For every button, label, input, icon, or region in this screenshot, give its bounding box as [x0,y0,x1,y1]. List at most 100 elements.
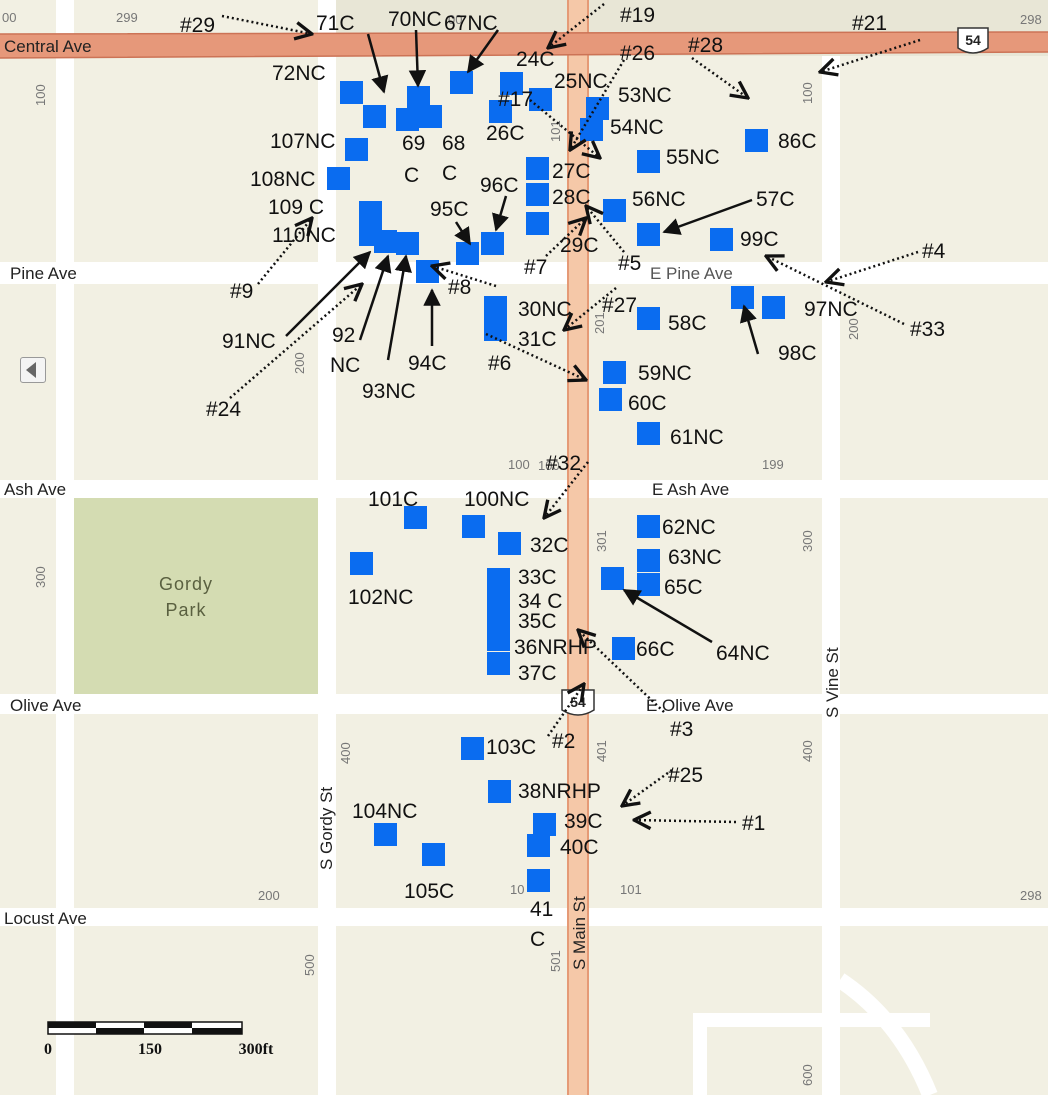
parcel-marker[interactable] [419,105,442,128]
arrow-71C [366,33,389,94]
parcel-marker[interactable] [396,108,419,131]
label-91NC: 91NC [222,330,276,353]
parcel-marker[interactable] [345,138,368,161]
parcel-marker[interactable] [526,212,549,235]
address-number: 401 [594,740,609,762]
label-66C: 66C [636,638,675,661]
label-63NC: 63NC [668,546,722,569]
parcel-marker[interactable] [637,573,660,596]
parcel-marker[interactable] [526,157,549,180]
label-71C: 71C [316,12,355,35]
parcel-marker[interactable] [487,628,510,651]
label-31C: 31C [518,328,557,351]
parcel-marker[interactable] [363,105,386,128]
parcel-marker[interactable] [404,506,427,529]
parcel-marker[interactable] [487,568,510,591]
label-56NC: 56NC [632,188,686,211]
parcel-marker[interactable] [710,228,733,251]
parcel-marker[interactable] [461,737,484,760]
parcel-marker[interactable] [637,223,660,246]
parcel-marker[interactable] [762,296,785,319]
arrow-67NC [466,29,500,74]
label-17: #17 [498,88,533,111]
parcel-marker[interactable] [350,552,373,575]
address-number: 300 [800,530,815,552]
gordy-park [74,498,318,694]
driveway [693,1013,930,1095]
parcel-marker[interactable] [374,230,397,253]
parcel-marker[interactable] [529,88,552,111]
parcel-marker[interactable] [533,813,556,836]
parcel-marker[interactable] [526,183,549,206]
label-110NC: 110NC [272,224,336,247]
parcel-marker[interactable] [527,869,550,892]
parcel-marker[interactable] [456,242,479,265]
label-72NC: 72NC [272,62,326,85]
parcel-marker[interactable] [603,199,626,222]
road-label: Locust Ave [4,909,87,928]
arrow-96C [492,195,509,232]
parcel-marker[interactable] [359,201,382,224]
parcel-marker[interactable] [327,167,350,190]
parcel-marker[interactable] [422,843,445,866]
ref-arrow-4 [826,250,919,282]
parcel-marker[interactable] [637,515,660,538]
address-number: 200 [292,352,307,374]
block [336,498,568,694]
parcel-marker[interactable] [637,150,660,173]
parcel-markers [327,71,785,892]
parcel-marker[interactable] [745,129,768,152]
parcel-marker[interactable] [487,590,510,613]
parcel-marker[interactable] [484,296,507,319]
address-number: 501 [548,950,563,972]
parcel-marker[interactable] [340,81,363,104]
parcel-marker[interactable] [731,286,754,309]
road-label: Central Ave [4,37,92,56]
label-36NRHP: 36NRHP [514,636,597,659]
block [840,56,1048,262]
parcel-marker[interactable] [637,422,660,445]
central-ave-edge [0,31,1048,59]
parcel-marker[interactable] [462,515,485,538]
pan-left-button[interactable] [20,357,46,383]
label-58C: 58C [668,312,707,335]
parcel-marker[interactable] [500,72,523,95]
parcel-marker[interactable] [407,86,430,109]
label-62NC: 62NC [662,516,716,539]
parcel-marker[interactable] [599,388,622,411]
scale-end: 300ft [239,1041,274,1058]
parcel-marker[interactable] [489,100,512,123]
parcel-marker[interactable] [637,549,660,572]
ref-arrow-32 [544,461,589,518]
parcel-marker[interactable] [603,361,626,384]
parcel-marker[interactable] [450,71,473,94]
parcel-marker[interactable] [637,307,660,330]
parcel-marker[interactable] [586,97,609,120]
parcel-marker[interactable] [416,260,439,283]
label-21: #21 [852,12,887,35]
ref-arrow-1 [634,820,737,822]
parcel-marker[interactable] [488,780,511,803]
address-number: 100 [508,457,530,472]
label-7: #7 [524,256,547,279]
parcel-marker[interactable] [498,532,521,555]
gordy-st-road [318,0,336,1095]
address-number: 298 [1020,888,1042,903]
parcel-marker[interactable] [396,232,419,255]
parcel-marker[interactable] [481,232,504,255]
locust-ave-road [0,908,1048,926]
block [336,926,568,1095]
block [588,714,822,908]
parcel-marker[interactable] [612,637,635,660]
parcel-marker[interactable] [487,652,510,675]
parcel-marker[interactable] [601,567,624,590]
label-100NC: 100NC [464,488,529,511]
parcel-labels: #29 71C 70NC 67NC #19 #21 24C #26 #28 72… [180,4,946,951]
parcel-marker[interactable] [374,823,397,846]
parcel-marker[interactable] [527,834,550,857]
vine-st-road [822,56,840,1095]
label-95C: 95C [430,198,469,221]
address-number: 200 [846,318,861,340]
parcel-marker[interactable] [484,318,507,341]
